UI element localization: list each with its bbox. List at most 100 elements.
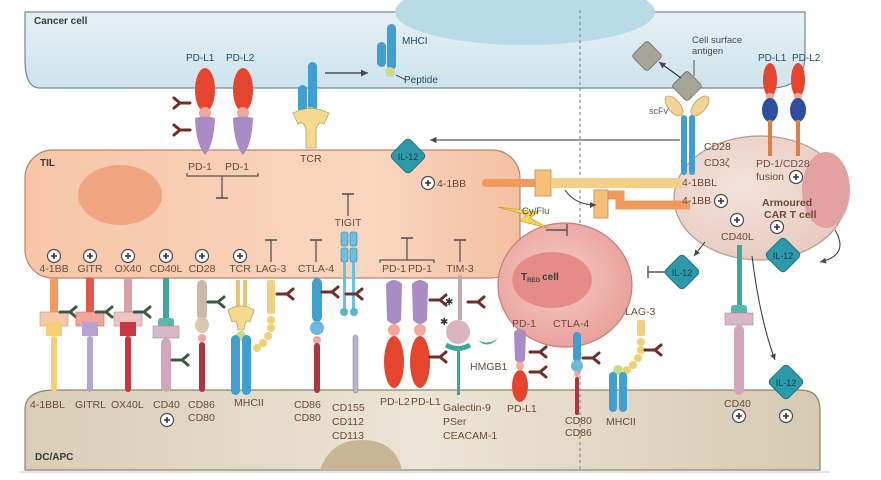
svg-text:4-1BB: 4-1BB (437, 178, 466, 190)
pd-l1-pd1-pair-left: PD-L1 PD-L2 PD-1 PD-1 (172, 53, 259, 199)
svg-text:CD40: CD40 (724, 398, 751, 410)
anti-pd1-antibody-icon (428, 293, 448, 307)
plus-icon (731, 408, 747, 424)
til-receptor-label: TCR (229, 263, 251, 275)
stimulation-plus-icon (82, 248, 98, 264)
svg-text:CD80: CD80 (188, 412, 215, 424)
treg-surface-molecules: PD-1 PD-L1 CTLA-4 CD80 CD86 LAG-3 MHCII (507, 306, 663, 439)
pd1-cd28-fusion: PD-L1 PD-L2 PD-1/CD28 fusion (756, 53, 821, 185)
svg-text:IL-12: IL-12 (398, 152, 419, 162)
til-receptor-label: PD-1 (382, 263, 406, 275)
stimulation-plus-icon (232, 248, 248, 264)
svg-text:PSer: PSer (443, 416, 467, 428)
svg-text:PD-1/CD28: PD-1/CD28 (756, 158, 810, 170)
svg-text:4-1BBL: 4-1BBL (682, 177, 717, 189)
svg-text:PD-L1: PD-L1 (507, 403, 537, 415)
svg-text:Cy/Flu: Cy/Flu (522, 206, 549, 217)
til-receptor-label: CTLA-4 (298, 263, 334, 275)
svg-text:CD112: CD112 (332, 416, 364, 428)
plus-icon (778, 408, 794, 424)
stimulation-plus-icon (194, 248, 210, 264)
til-receptor-label: GITR (77, 263, 102, 275)
svg-text:CD113: CD113 (332, 430, 364, 442)
til-receptor-label: OX40 (115, 263, 142, 275)
til-label: TIL (40, 158, 55, 169)
plus-icon (788, 169, 804, 185)
antigen-diamond-icon (632, 41, 662, 71)
svg-text:PD-1: PD-1 (188, 161, 212, 173)
svg-text:PD-L1: PD-L1 (411, 396, 441, 408)
il12-til: IL-12 (389, 136, 680, 175)
anti-tim3-antibody-icon (466, 295, 486, 309)
apc-nucleus (320, 440, 402, 470)
svg-text:CD86: CD86 (188, 399, 215, 411)
til-receptor-label: 4-1BB (39, 263, 68, 275)
antibody-icon (643, 343, 663, 357)
antibody-icon (581, 351, 601, 365)
agonist-antibody-icon (206, 295, 226, 309)
svg-text:PD-L1: PD-L1 (186, 53, 215, 64)
svg-text:PD-L2: PD-L2 (380, 396, 410, 408)
svg-text:Galectin-9: Galectin-9 (443, 402, 491, 414)
svg-text:PD-L1: PD-L1 (758, 53, 787, 64)
svg-text:CEACAM-1: CEACAM-1 (443, 430, 497, 442)
glycan-mark: ✱ (440, 317, 448, 328)
svg-text:IL-12: IL-12 (672, 268, 693, 278)
svg-text:PD-1: PD-1 (512, 318, 536, 330)
svg-text:HMGB1: HMGB1 (470, 361, 508, 373)
cd40l-cd40: CD40L CD40 (721, 212, 754, 424)
agonist-antibody-icon (170, 353, 190, 367)
four-1bb-bridge: 4-1BB (420, 169, 690, 219)
svg-text:IL-12: IL-12 (776, 378, 797, 388)
anti-lag3-antibody-icon (275, 287, 295, 301)
svg-text:4-1BBL: 4-1BBL (30, 399, 65, 411)
svg-text:CD40: CD40 (153, 399, 180, 411)
lightning-icon (497, 206, 549, 229)
stimulation-plus-icon (120, 248, 136, 264)
cancer-cell-label: Cancer cell (34, 16, 88, 27)
svg-text:LAG-3: LAG-3 (625, 306, 656, 318)
car-t-label-1: Armoured (762, 197, 812, 209)
car-t-nucleus (802, 152, 850, 228)
svg-text:MHCII: MHCII (606, 416, 636, 428)
anti-pd-1-antibody-icon (172, 123, 192, 137)
anti-pd-l1-antibody-icon (172, 96, 192, 110)
treg-nucleus (512, 252, 592, 308)
svg-text:MHCII: MHCII (234, 397, 264, 409)
svg-text:PD-L2: PD-L2 (792, 53, 821, 64)
svg-text:PD-L2: PD-L2 (226, 53, 255, 64)
antibody-icon (528, 345, 548, 359)
til-receptor-label: LAG-3 (256, 263, 287, 275)
antigen-bound-icon (672, 71, 702, 101)
tcr-mhci-complex: TCR MHCI Peptide (292, 24, 438, 165)
svg-text:CD40L: CD40L (721, 231, 754, 243)
til-receptor-label: TIM-3 (446, 263, 474, 275)
svg-text:IL-12: IL-12 (773, 251, 794, 261)
svg-text:CD3ζ: CD3ζ (704, 157, 730, 169)
svg-text:CD86: CD86 (294, 399, 321, 411)
svg-text:antigen: antigen (692, 46, 723, 57)
cy-flu-chemo: Cy/Flu (497, 206, 568, 236)
apc-ligand-labels: 4-1BBL GITRL OX40L CD40 CD86 CD80 MHCII … (30, 361, 508, 442)
il12-car-t: IL-12 IL-12 IL-12 (647, 219, 841, 424)
svg-text:CD155: CD155 (332, 402, 365, 414)
antibody-icon (528, 365, 548, 379)
hmgb1-icon (478, 338, 498, 345)
til-nucleus (78, 165, 162, 225)
stimulation-plus-icon (420, 175, 436, 191)
svg-text:OX40L: OX40L (111, 399, 144, 411)
cancer-cell-nucleus (395, 0, 655, 45)
dc-apc-label: DC/APC (35, 452, 73, 463)
til-receptor-label: CD40L (150, 263, 183, 275)
til-receptor-label: TIGIT (335, 217, 362, 229)
car-receptor: Cell surface antigen scFv CD28 CD3ζ 4-1B… (632, 35, 742, 209)
svg-text:scFv: scFv (649, 106, 668, 116)
svg-text:MHCI: MHCI (402, 36, 428, 47)
svg-text:4-1BB: 4-1BB (682, 195, 711, 207)
svg-text:CTLA-4: CTLA-4 (553, 318, 589, 330)
ctla4-cd86 (310, 278, 340, 393)
svg-text:CD80: CD80 (294, 412, 321, 424)
